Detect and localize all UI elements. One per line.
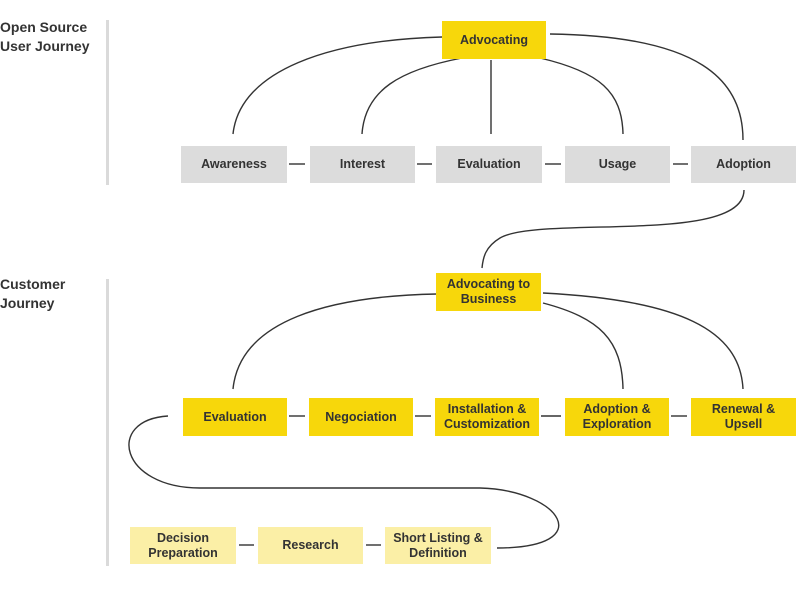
open-source-divider [106,20,109,185]
customer-stage-installation: Installation & Customization [435,398,539,436]
stage-awareness: Awareness [181,146,287,183]
customer-stage-evaluation: Evaluation [183,398,287,436]
stage-usage: Usage [565,146,670,183]
customer-stage-negociation: Negociation [309,398,413,436]
arrow-advocating-to-interest [361,57,463,135]
arrow-adoption-to-customer-hub [481,189,745,269]
advocating-to-business-hub: Advocating to Business [436,273,541,311]
arrow-advocating-to-usage [539,57,624,135]
arrow-business-to-renewal [542,292,744,390]
pre-stage-decision-preparation: Decision Preparation [130,527,236,564]
arrow-business-to-adoption [542,302,624,390]
customer-stage-renewal-upsell: Renewal & Upsell [691,398,796,436]
arrow-shortlisting-to-evaluation [128,415,560,549]
pre-stage-research: Research [258,527,363,564]
arrow-business-to-evaluation [232,293,438,390]
stage-evaluation: Evaluation [436,146,542,183]
stage-interest: Interest [310,146,415,183]
customer-journey-label: Customer Journey [0,276,66,311]
customer-stage-adoption-exploration: Adoption & Exploration [565,398,669,436]
open-source-journey-label: Open Source User Journey [0,19,90,54]
customer-divider [106,279,109,566]
pre-stage-short-listing: Short Listing & Definition [385,527,491,564]
arrow-advocating-to-awareness [232,36,443,135]
stage-adoption: Adoption [691,146,796,183]
advocating-hub: Advocating [442,21,546,59]
arrow-adoption-to-advocating [549,33,744,141]
